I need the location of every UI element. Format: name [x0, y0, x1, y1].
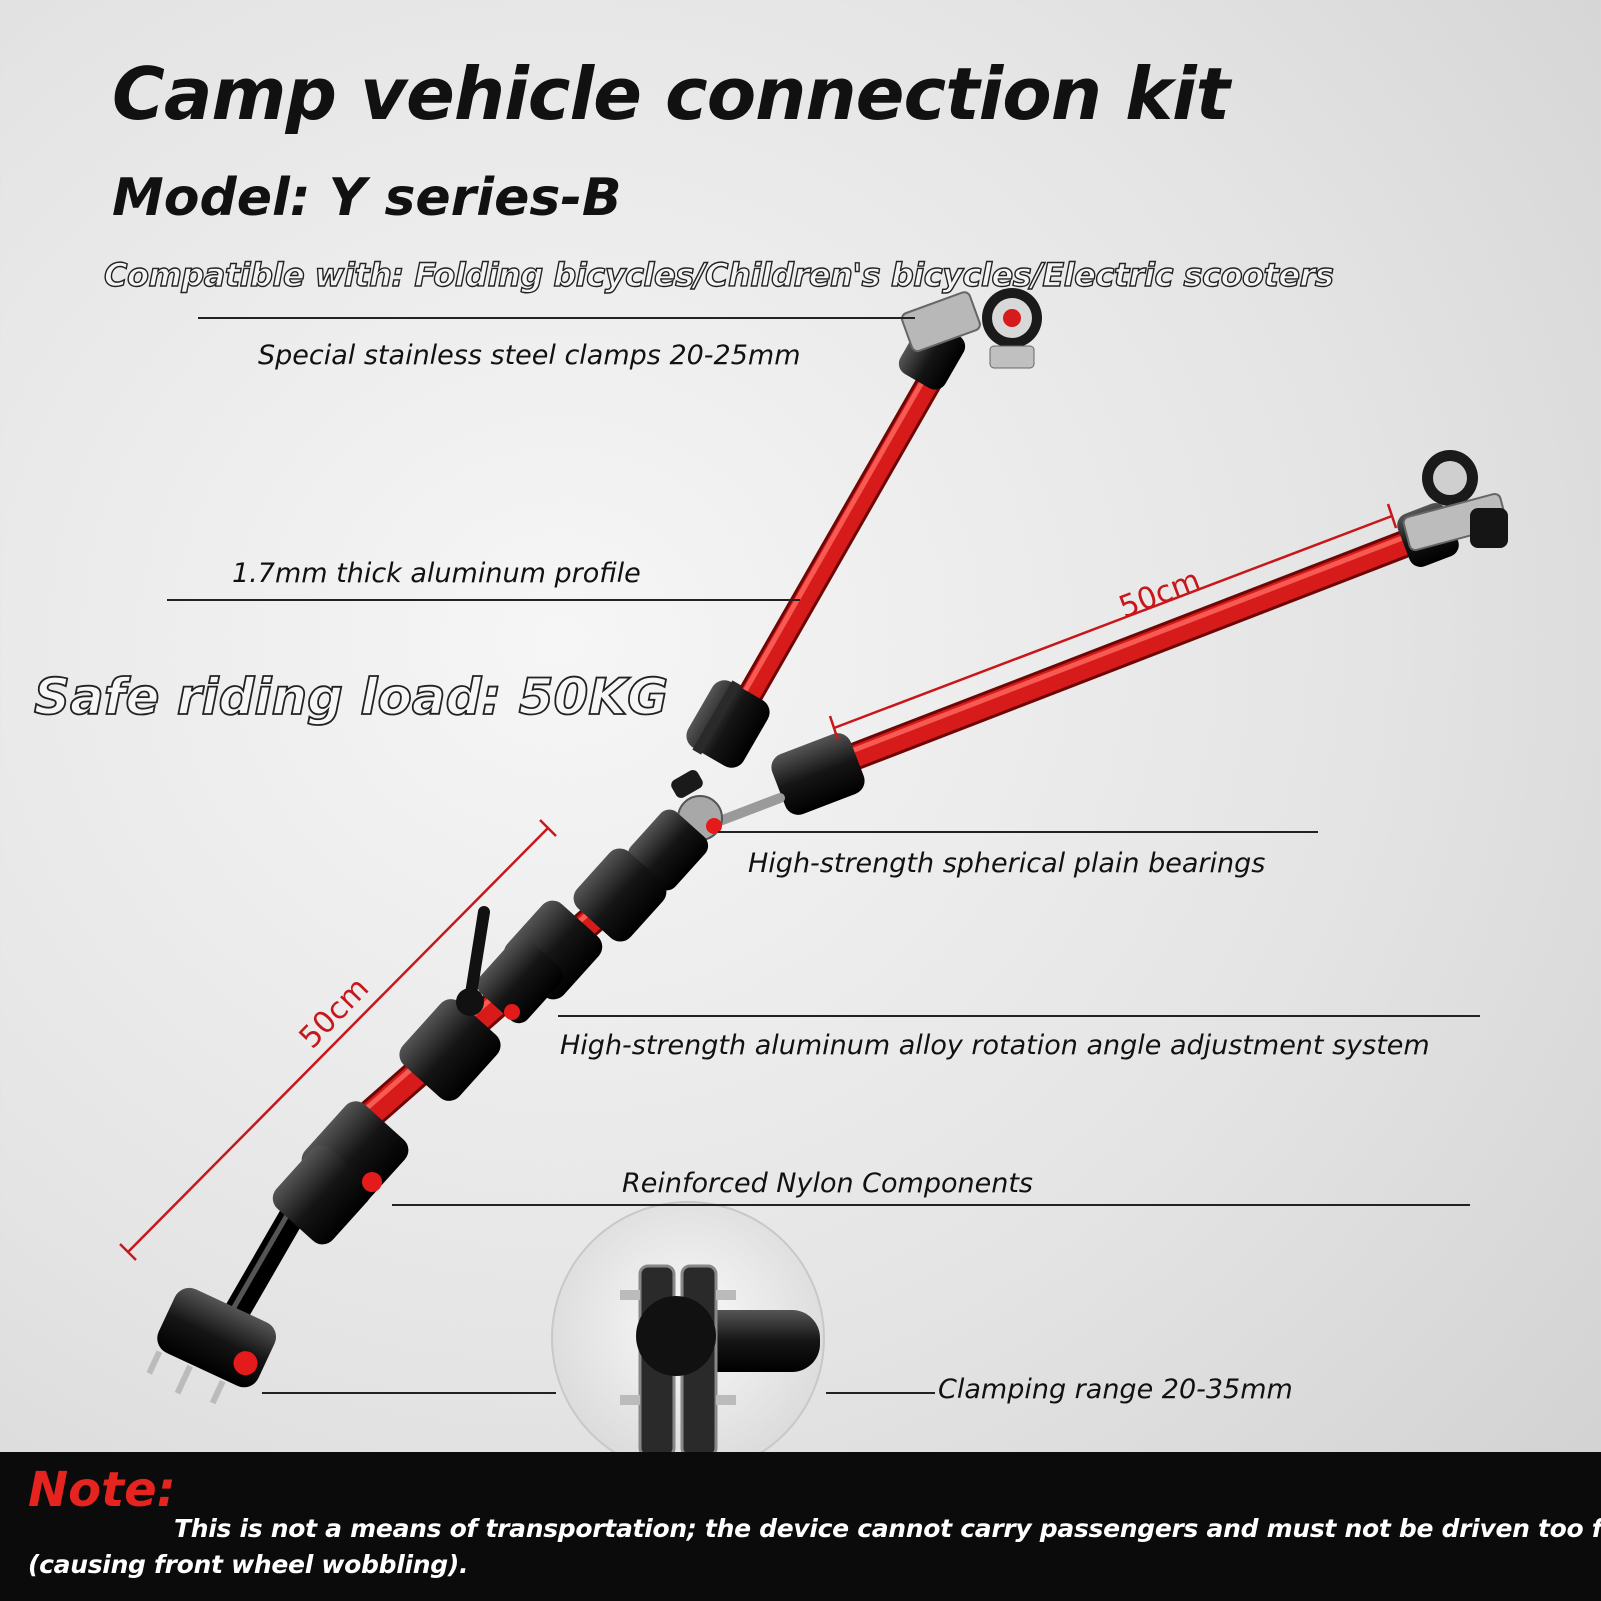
right-arm-joint	[771, 733, 865, 815]
page-title: Camp vehicle connection kit	[112, 52, 1230, 136]
note-text-line1: This is not a means of transportation; t…	[174, 1514, 1601, 1543]
safe-load-label: Safe riding load: 50KG	[33, 667, 669, 727]
lower-dimension	[119, 819, 557, 1261]
bottom-clamp	[146, 1287, 277, 1405]
note-label: Note:	[28, 1462, 176, 1518]
note-text-line2: (causing front wheel wobbling).	[28, 1550, 469, 1579]
callout-nylon: Reinforced Nylon Components	[622, 1168, 1033, 1199]
upper-arm-joint	[686, 680, 770, 768]
note-bar	[0, 1452, 1601, 1601]
callout-clamps: Special stainless steel clamps 20-25mm	[258, 340, 801, 371]
right-arm	[707, 503, 1459, 829]
compatibility-label: Compatible with: Folding bicycles/Childr…	[103, 255, 1334, 294]
clamp-detail-zoom	[551, 1201, 825, 1475]
callout-rotation: High-strength aluminum alloy rotation an…	[560, 1030, 1430, 1061]
lower-arm	[219, 809, 709, 1333]
callout-lines	[167, 317, 1480, 1394]
adjustment-lever-icon	[456, 906, 490, 1016]
upper-arm	[686, 320, 966, 768]
model-label: Model: Y series-B	[112, 168, 622, 228]
top-clamp	[900, 288, 1042, 369]
right-clamp	[1402, 450, 1508, 552]
callout-bearings: High-strength spherical plain bearings	[748, 848, 1266, 879]
callout-profile: 1.7mm thick aluminum profile	[232, 558, 641, 589]
upper-dimension	[828, 503, 1398, 741]
callout-clamping: Clamping range 20-35mm	[938, 1374, 1293, 1405]
